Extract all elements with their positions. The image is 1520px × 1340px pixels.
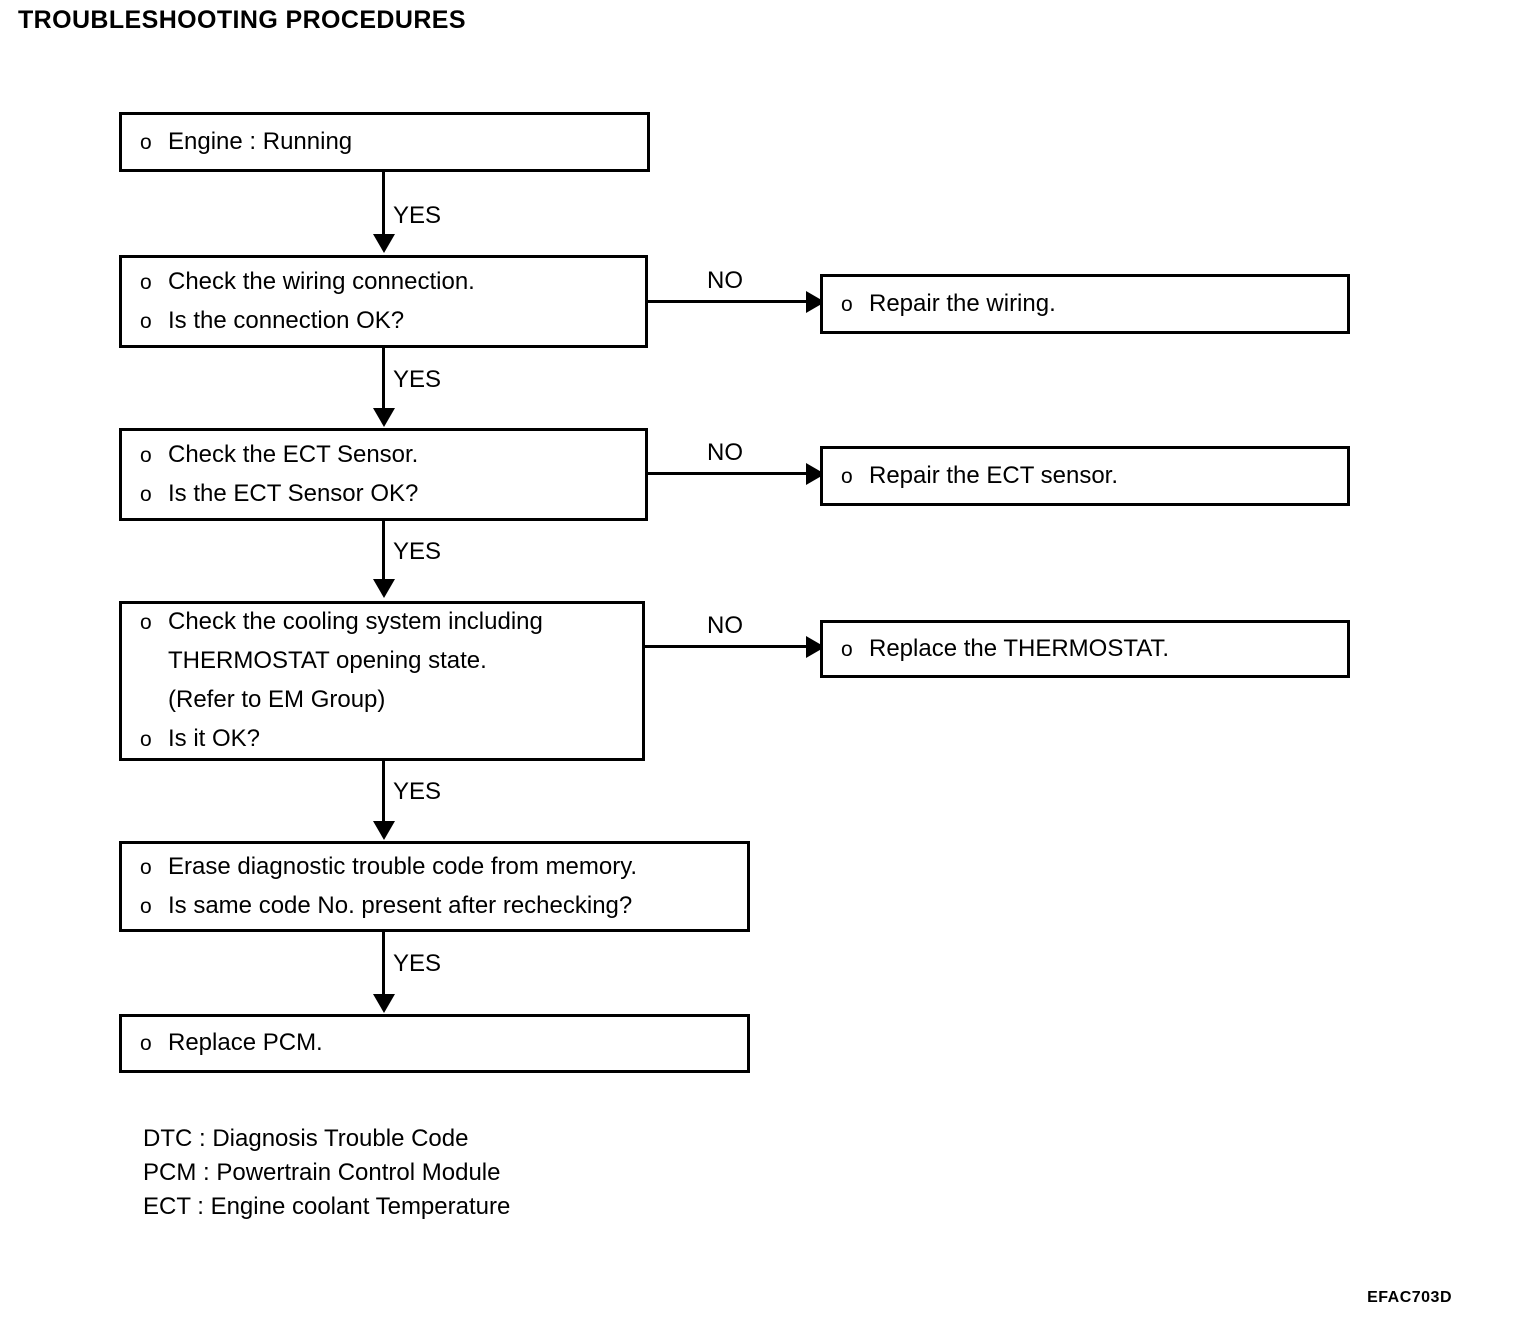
flow-box-replace-pcm: o Replace PCM. [119, 1014, 750, 1073]
box-line-text: (Refer to EM Group) [168, 686, 386, 713]
box-line: o Check the wiring connection. [122, 263, 645, 302]
box-line-text: Is it OK? [168, 725, 261, 752]
figure-code: EFAC703D [1367, 1289, 1452, 1306]
box-line-text: Check the cooling system including [168, 608, 543, 635]
box-lines: o Replace PCM. [122, 1017, 747, 1070]
edge-label-yes-5: YES [393, 950, 442, 977]
edge-label-yes-1: YES [393, 202, 442, 229]
legend-line-ect: ECT : Engine coolant Temperature [143, 1193, 511, 1220]
bullet-icon: o [841, 637, 853, 661]
box-line-text: Repair the ECT sensor. [869, 461, 1119, 489]
box-line: o Repair the ECT sensor. [823, 457, 1347, 496]
page-title: TROUBLESHOOTING PROCEDURES [18, 6, 466, 34]
arrow-down-icon [373, 408, 395, 427]
box-line-text: THERMOSTAT opening state. [168, 647, 487, 674]
bullet-icon: o [140, 728, 152, 751]
bullet-icon: o [140, 270, 152, 294]
flow-box-check-ect-sensor: o Check the ECT Sensor. o Is the ECT Sen… [119, 428, 648, 521]
box-lines: o Erase diagnostic trouble code from mem… [122, 844, 747, 929]
arrow-down-icon [373, 994, 395, 1013]
box-line-text: Check the ECT Sensor. [168, 440, 419, 468]
box-line-text: Replace PCM. [168, 1029, 323, 1056]
edge-label-yes-2: YES [393, 366, 442, 393]
flow-box-check-cooling-system: o Check the cooling system including o T… [119, 601, 645, 761]
box-line: o Erase diagnostic trouble code from mem… [122, 848, 747, 887]
box-line: o Is the connection OK? [122, 302, 645, 341]
flow-box-erase-dtc: o Erase diagnostic trouble code from mem… [119, 841, 750, 932]
box-line: o Repair the wiring. [823, 285, 1347, 324]
bullet-icon: o [140, 309, 152, 333]
box-lines: o Repair the ECT sensor. [823, 449, 1347, 503]
flow-box-check-wiring: o Check the wiring connection. o Is the … [119, 255, 648, 348]
connector-yes-3 [382, 521, 385, 581]
box-line-text: Repair the wiring. [869, 289, 1056, 317]
box-line-text: Is same code No. present after recheckin… [168, 891, 633, 919]
box-line: o Replace the THERMOSTAT. [823, 630, 1347, 669]
box-line-text: Engine : Running [168, 127, 353, 155]
box-lines: o Replace the THERMOSTAT. [823, 623, 1347, 675]
connector-yes-2 [382, 348, 385, 410]
connector-yes-5 [382, 932, 385, 996]
abbreviations-legend: DTC : Diagnosis Trouble Code PCM : Power… [143, 1122, 510, 1224]
box-line: o THERMOSTAT opening state. [122, 642, 642, 681]
edge-label-no-1: NO [707, 267, 743, 294]
flow-box-repair-ect-sensor: o Repair the ECT sensor. [820, 446, 1350, 506]
arrow-down-icon [373, 579, 395, 598]
flow-box-replace-thermostat: o Replace the THERMOSTAT. [820, 620, 1350, 678]
edge-label-yes-4: YES [393, 778, 442, 805]
connector-no-3 [645, 645, 815, 648]
connector-no-1 [648, 300, 815, 303]
box-line: o Replace PCM. [122, 1024, 747, 1063]
box-lines: o Check the cooling system including o T… [122, 604, 642, 758]
legend-line-pcm: PCM : Powertrain Control Module [143, 1159, 501, 1186]
arrow-down-icon [373, 821, 395, 840]
box-line-text: Is the ECT Sensor OK? [168, 479, 419, 507]
box-line: o Check the cooling system including [122, 603, 642, 642]
box-line-text: Erase diagnostic trouble code from memor… [168, 852, 638, 880]
box-line: o Is same code No. present after recheck… [122, 887, 747, 926]
edge-label-yes-3: YES [393, 538, 442, 565]
bullet-icon: o [140, 894, 152, 918]
box-line: o (Refer to EM Group) [122, 681, 642, 720]
bullet-icon: o [140, 443, 152, 467]
bullet-icon: o [140, 130, 152, 154]
bullet-icon: o [140, 482, 152, 506]
box-lines: o Check the ECT Sensor. o Is the ECT Sen… [122, 431, 645, 518]
legend-line-dtc: DTC : Diagnosis Trouble Code [143, 1125, 469, 1152]
box-line-text: Check the wiring connection. [168, 267, 475, 295]
edge-label-no-3: NO [707, 612, 743, 639]
box-line-text: Replace the THERMOSTAT. [869, 634, 1170, 662]
connector-yes-1 [382, 172, 385, 236]
box-lines: o Repair the wiring. [823, 277, 1347, 331]
bullet-icon: o [841, 292, 853, 316]
box-line: o Engine : Running [122, 123, 647, 162]
bullet-icon: o [140, 1032, 152, 1055]
edge-label-no-2: NO [707, 439, 743, 466]
box-lines: o Engine : Running [122, 115, 647, 169]
connector-yes-4 [382, 761, 385, 823]
box-line: o Check the ECT Sensor. [122, 436, 645, 475]
box-line-text: Is the connection OK? [168, 306, 405, 334]
flow-box-repair-wiring: o Repair the wiring. [820, 274, 1350, 334]
bullet-icon: o [140, 611, 152, 634]
connector-no-2 [648, 472, 815, 475]
box-line: o Is the ECT Sensor OK? [122, 475, 645, 514]
box-line: o Is it OK? [122, 720, 642, 759]
bullet-icon: o [841, 464, 853, 488]
arrow-down-icon [373, 234, 395, 253]
box-lines: o Check the wiring connection. o Is the … [122, 258, 645, 345]
bullet-icon: o [140, 855, 152, 879]
flow-box-engine-running: o Engine : Running [119, 112, 650, 172]
